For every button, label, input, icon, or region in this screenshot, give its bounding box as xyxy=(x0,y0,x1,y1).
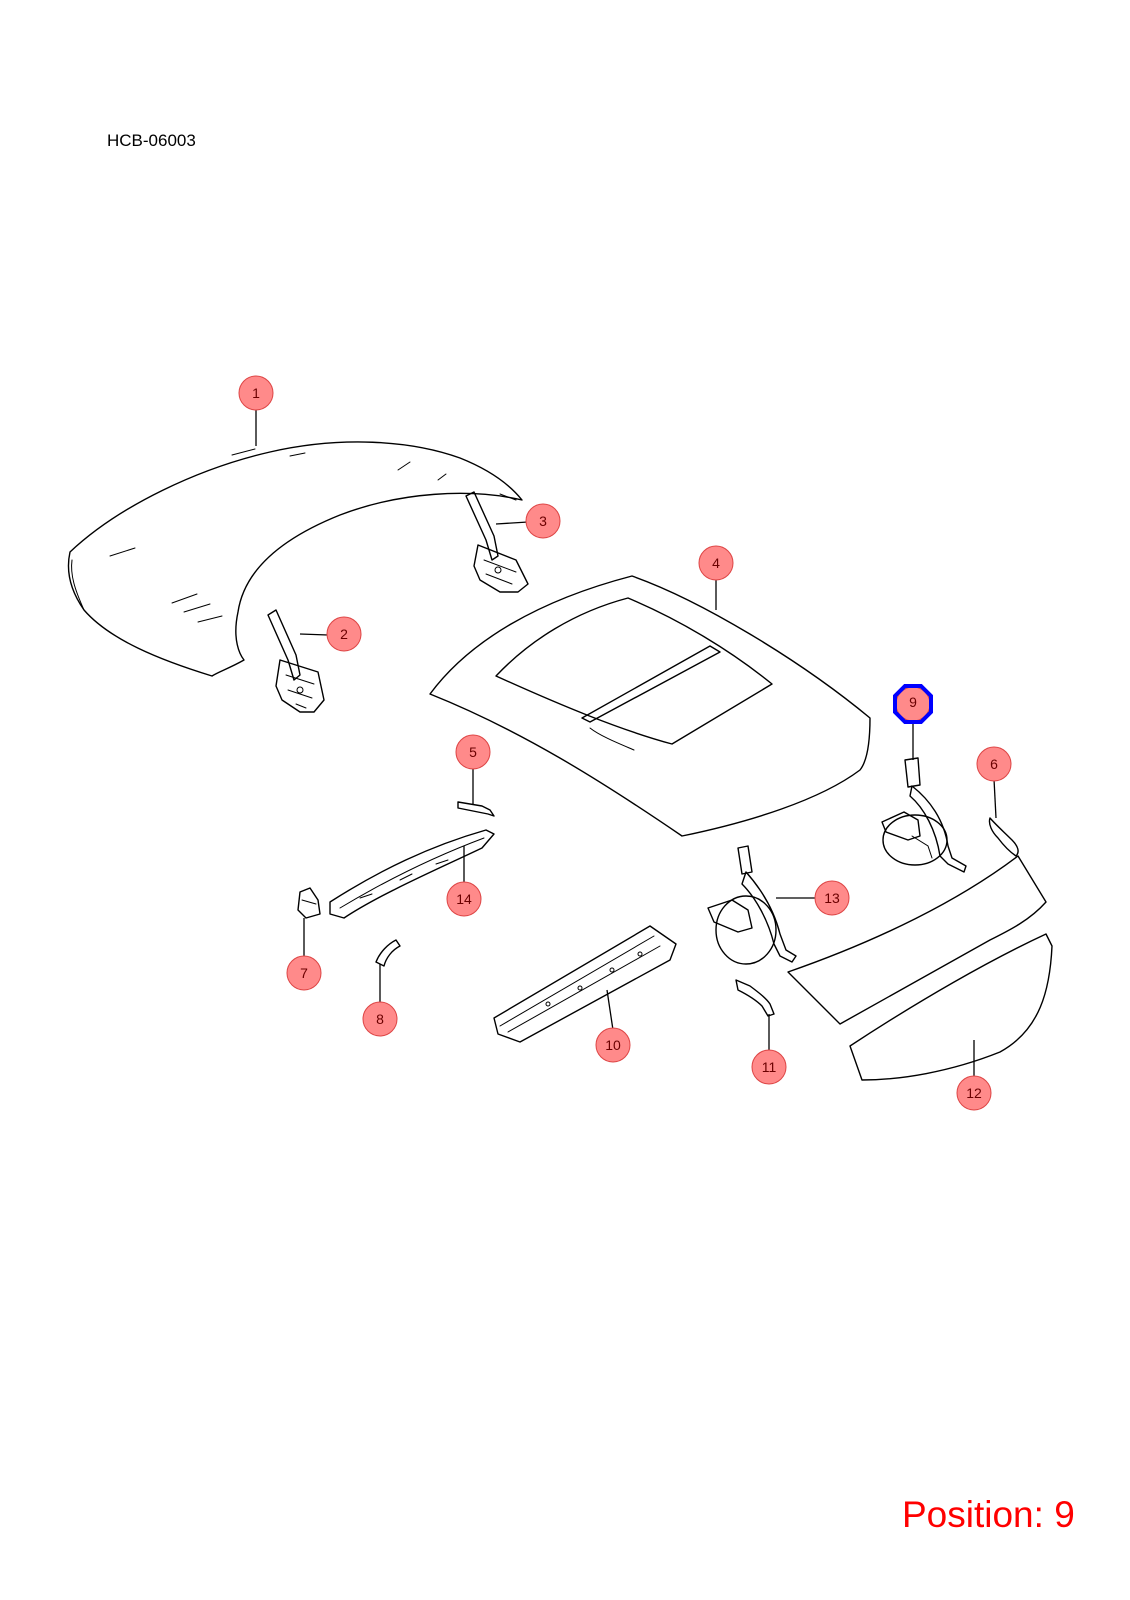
callout-6[interactable]: 6 xyxy=(976,746,1012,782)
part-clip-7[interactable] xyxy=(297,887,321,919)
part-trunk-lid[interactable] xyxy=(787,855,1053,1081)
part-hard-top-roof[interactable] xyxy=(429,575,871,837)
callout-12[interactable]: 12 xyxy=(956,1075,992,1111)
part-soft-top-cover[interactable] xyxy=(67,441,523,677)
callout-4[interactable]: 4 xyxy=(698,545,734,581)
callout-9[interactable]: 9 xyxy=(893,684,933,724)
callout-5[interactable]: 5 xyxy=(455,734,491,770)
callout-3[interactable]: 3 xyxy=(525,503,561,539)
part-curved-link-6[interactable] xyxy=(988,817,1019,857)
callout-13[interactable]: 13 xyxy=(814,880,850,916)
part-rear-mechanism-left[interactable] xyxy=(707,845,797,965)
callout-8[interactable]: 8 xyxy=(362,1001,398,1037)
callout-11[interactable]: 11 xyxy=(751,1049,787,1085)
part-small-bracket-5[interactable] xyxy=(457,801,495,817)
part-rear-cross-member[interactable] xyxy=(493,925,677,1043)
position-label: Position: 9 xyxy=(902,1494,1075,1535)
part-rear-mechanism-right[interactable] xyxy=(881,757,967,873)
callout-2[interactable]: 2 xyxy=(326,616,362,652)
callout-7[interactable]: 7 xyxy=(286,955,322,991)
callout-1[interactable]: 1 xyxy=(238,375,274,411)
diagram-code: HCB-06003 xyxy=(107,131,196,150)
part-front-header-rail[interactable] xyxy=(329,829,495,919)
part-hinge-bracket-right[interactable] xyxy=(465,491,529,593)
callout-14[interactable]: 14 xyxy=(446,881,482,917)
part-bent-bracket-11[interactable] xyxy=(735,979,775,1017)
part-curved-strip-8[interactable] xyxy=(375,939,401,967)
selection-ring xyxy=(893,684,933,724)
leader-lines xyxy=(255,407,997,1078)
callout-10[interactable]: 10 xyxy=(595,1027,631,1063)
part-hinge-bracket-left[interactable] xyxy=(267,609,325,713)
